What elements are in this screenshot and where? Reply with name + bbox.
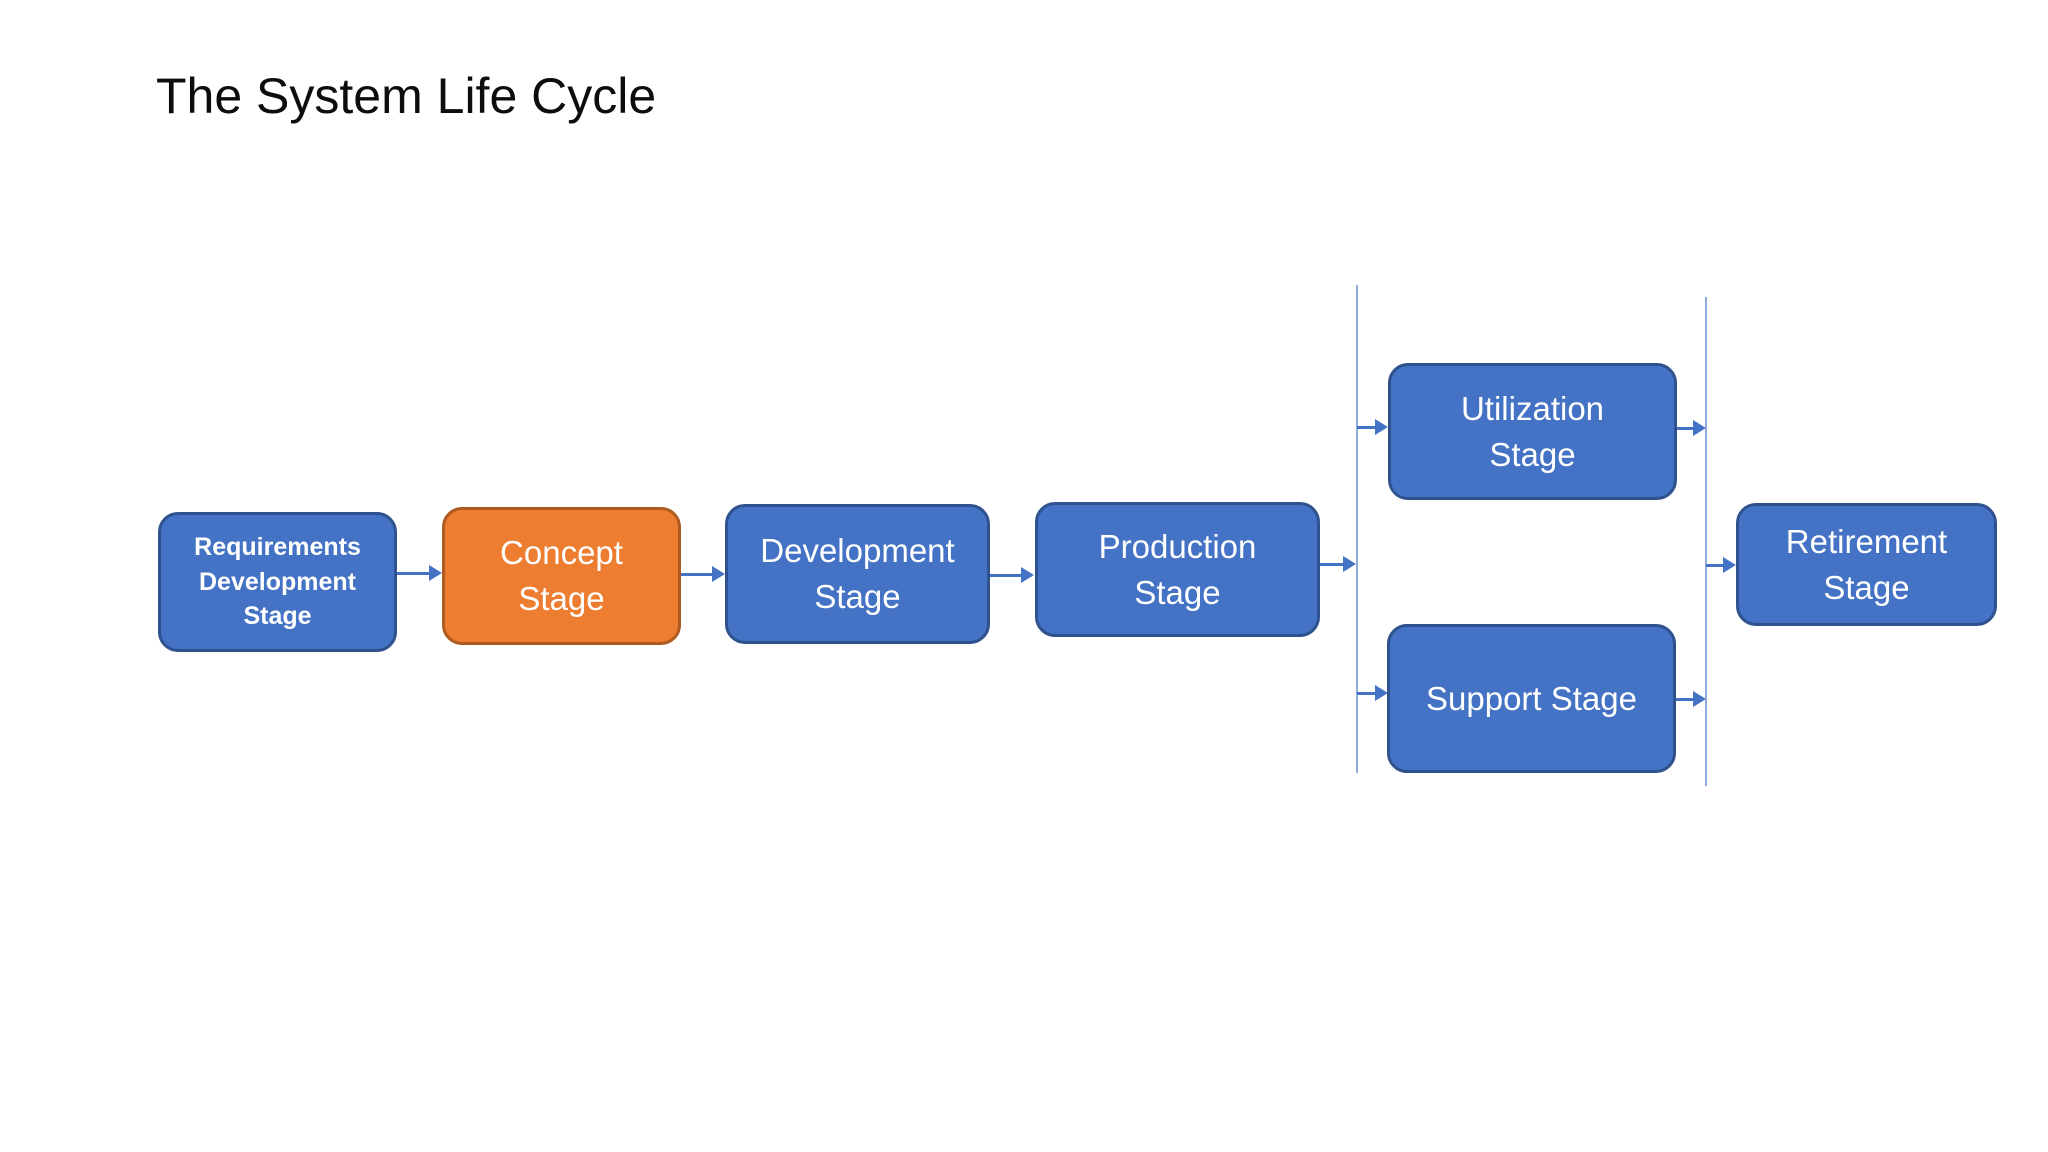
branch-split-line [1355, 285, 1358, 773]
stage-node-development-label: Development Stage [760, 532, 955, 615]
arrow-requirements-to-concept [397, 571, 429, 575]
stage-node-requirements-development-label: Requirements Development Stage [194, 533, 361, 631]
branch-merge-line [1704, 297, 1707, 786]
stage-node-utilization: Utilization Stage [1388, 363, 1677, 500]
stage-node-concept-label: Concept Stage [500, 534, 623, 617]
slide-title: The System Life Cycle [156, 68, 657, 124]
arrow-split-line-to-utilization [1357, 425, 1375, 429]
arrow-merge-line-to-retirement [1706, 563, 1723, 567]
stage-node-development: Development Stage [725, 504, 990, 644]
stage-node-support: Support Stage [1387, 624, 1676, 773]
stage-node-support-label: Support Stage [1426, 679, 1637, 717]
stage-node-concept: Concept Stage [442, 507, 681, 645]
arrow-split-line-to-support [1357, 691, 1375, 695]
stage-node-utilization-label: Utilization Stage [1460, 389, 1605, 473]
arrow-concept-to-development [681, 572, 712, 576]
arrow-utilization-to-merge-line [1677, 426, 1693, 430]
stage-node-retirement-label: Retirement Stage [1785, 522, 1948, 606]
stage-node-requirements-development: Requirements Development Stage [158, 512, 397, 652]
arrow-production-to-split-line [1320, 562, 1343, 566]
stage-node-production-label: Production Stage [1098, 527, 1257, 611]
arrow-development-to-production [990, 573, 1021, 577]
arrow-support-to-merge-line [1676, 697, 1693, 701]
stage-node-production: Production Stage [1035, 502, 1320, 637]
stage-node-retirement: Retirement Stage [1736, 503, 1997, 626]
